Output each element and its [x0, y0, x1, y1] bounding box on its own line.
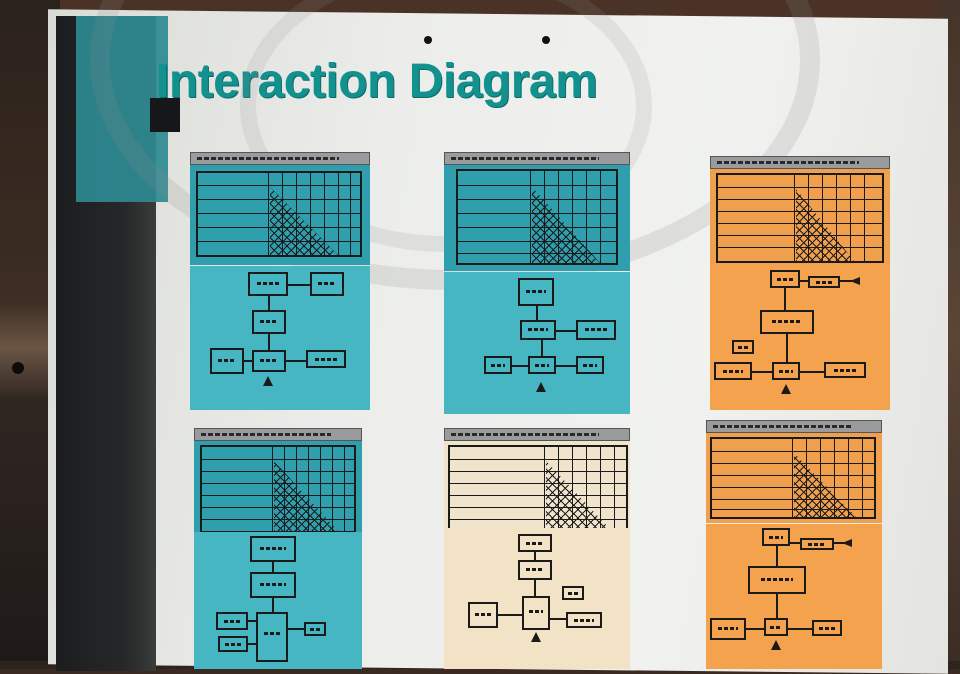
panel-bottom-center	[444, 428, 630, 669]
panel-heading	[194, 428, 362, 441]
interaction-matrix	[444, 165, 630, 271]
pin-right	[542, 36, 550, 44]
panel-top-left	[190, 152, 370, 410]
panel-heading	[190, 152, 370, 165]
interaction-matrix	[194, 441, 362, 537]
pin-left	[424, 36, 432, 44]
panel-heading	[706, 420, 882, 433]
interaction-matrix	[190, 165, 370, 265]
interaction-matrix	[706, 433, 882, 523]
interaction-diagram	[706, 524, 882, 669]
interaction-diagram	[710, 264, 890, 410]
panel-heading	[444, 152, 630, 165]
interaction-diagram	[444, 272, 630, 414]
panel-bottom-right	[706, 420, 882, 669]
interaction-matrix	[710, 169, 890, 267]
interaction-diagram	[444, 528, 630, 669]
panel-heading	[710, 156, 890, 169]
interaction-diagram	[190, 266, 370, 410]
poster-accent-dark	[150, 98, 180, 132]
panel-heading	[444, 428, 630, 441]
poster-title: Interaction Diagram	[156, 55, 598, 108]
wall-screw	[12, 362, 24, 374]
panel-bottom-left	[194, 428, 362, 669]
panel-top-right	[710, 156, 890, 410]
interaction-diagram	[194, 532, 362, 669]
panel-top-center	[444, 152, 630, 414]
interaction-matrix	[444, 441, 630, 535]
